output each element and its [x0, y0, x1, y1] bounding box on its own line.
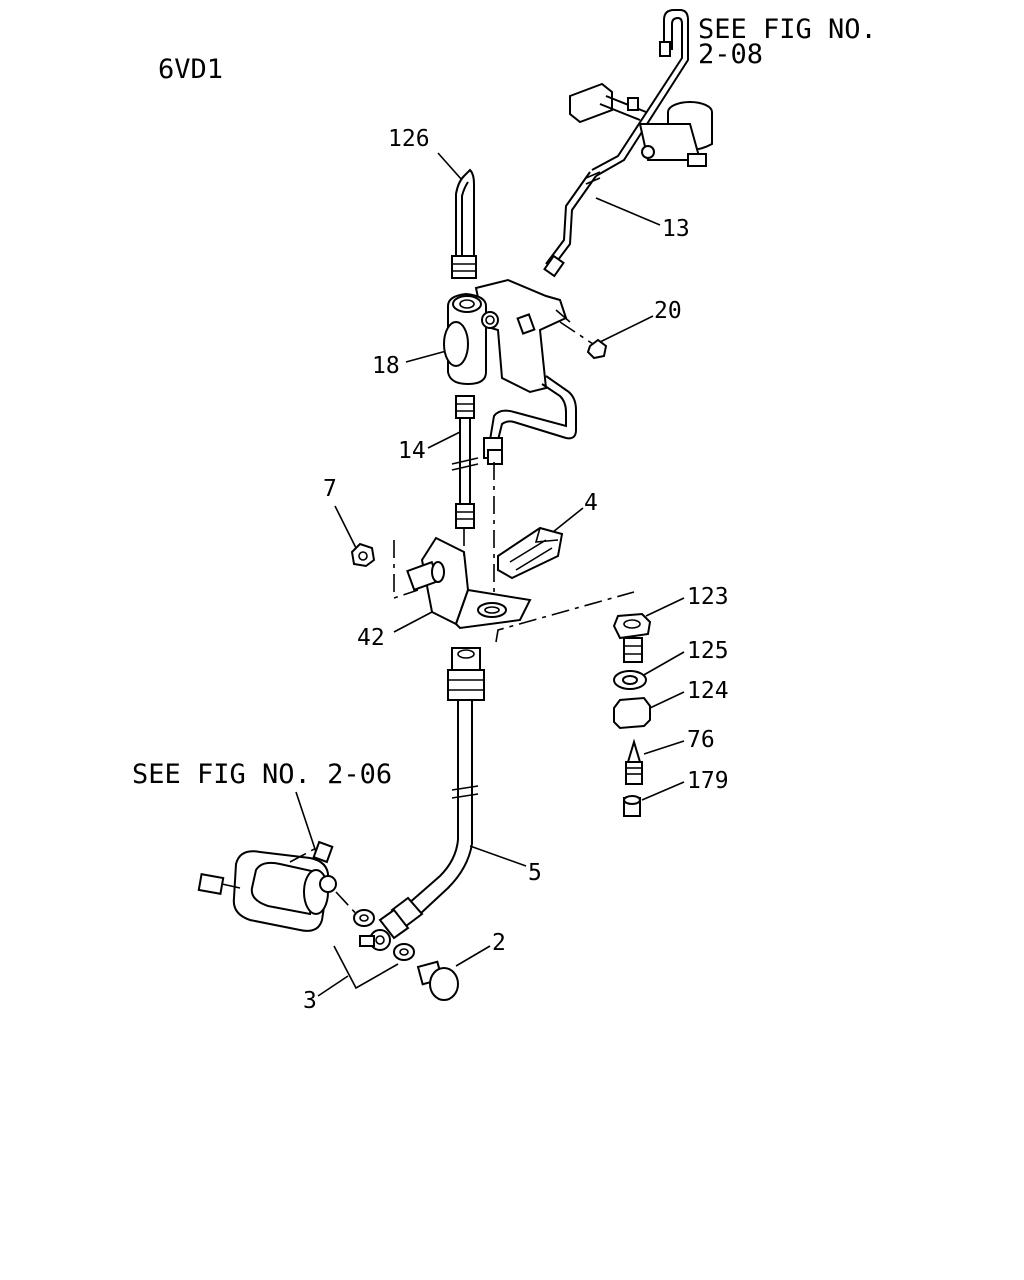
- nut-7: [350, 542, 376, 568]
- callout-7: 7: [323, 476, 337, 502]
- bent-pipe: [483, 375, 577, 465]
- callout-42: 42: [357, 625, 385, 651]
- ref-fig-top: SEE FIG NO.: [698, 14, 877, 45]
- callout-123: 123: [687, 584, 729, 610]
- callout-14: 14: [398, 438, 426, 464]
- bolt-2: [416, 960, 459, 1001]
- clip-4: [497, 526, 564, 580]
- hex-nut-123: [612, 612, 652, 663]
- ref-fig-top-num: 2-08: [698, 39, 763, 70]
- banjo-set-3: [333, 909, 415, 990]
- pipe-126: [451, 168, 477, 279]
- master-cylinder-assembly: [543, 9, 713, 278]
- model-code: 6VD1: [158, 54, 223, 85]
- callout-13: 13: [662, 216, 690, 242]
- callout-126: 126: [388, 126, 430, 152]
- ref-fig-bottom: SEE FIG NO. 2-06: [132, 759, 392, 790]
- callout-18: 18: [372, 353, 400, 379]
- bleeder-screw-76: [625, 738, 643, 785]
- callout-124: 124: [687, 678, 729, 704]
- cap-179: [623, 795, 641, 817]
- leader-lines: [295, 152, 685, 997]
- callout-76: 76: [687, 727, 715, 753]
- callout-2: 2: [492, 930, 506, 956]
- slave-cylinder: [197, 840, 361, 932]
- pipe-14: [451, 395, 479, 529]
- callout-3: 3: [303, 988, 317, 1014]
- callout-4: 4: [584, 490, 598, 516]
- hose-5: [378, 647, 485, 940]
- washer-125: [613, 670, 647, 690]
- callout-5: 5: [528, 860, 542, 886]
- three-way-joint-18: [443, 278, 608, 394]
- bracket-42: [393, 462, 635, 643]
- nut-124: [613, 696, 651, 730]
- callout-125: 125: [687, 638, 729, 664]
- callout-179: 179: [687, 768, 729, 794]
- callout-20: 20: [654, 298, 682, 324]
